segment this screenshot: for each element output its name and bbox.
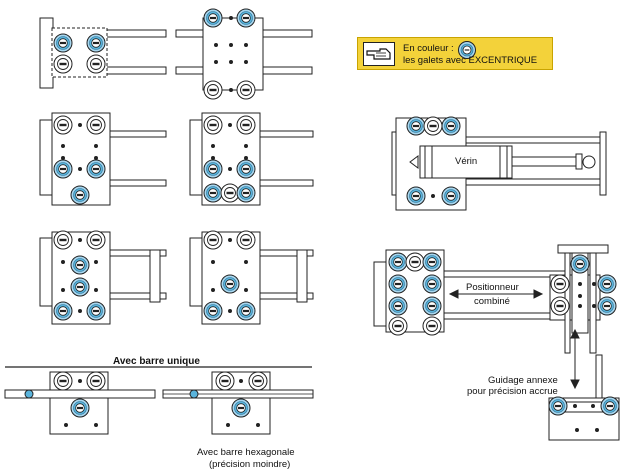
hexa-label-2: (précision moindre) [209, 459, 291, 470]
guidage-label-2: pour précision accrue [467, 386, 558, 397]
config-1a [39, 17, 167, 89]
positionneur-label-2: combiné [474, 296, 510, 307]
legend-text-line1: En couleur : [403, 43, 454, 54]
config-1b [175, 17, 313, 91]
verin-label: Vérin [455, 156, 478, 167]
eccentric-roller-icon [458, 41, 476, 59]
positionneur-label-1: Positionneur [466, 282, 519, 293]
legend-text-line2: les galets avec EXCENTRIQUE [403, 55, 538, 66]
guidage-label-1: Guidage annexe [488, 375, 558, 386]
hexa-label-1: Avec barre hexagonale [197, 447, 295, 458]
legend-box: En couleur : les galets avec EXCENTRIQUE [357, 37, 553, 70]
barre-unique-heading: Avec barre unique [113, 356, 200, 367]
pointing-hand-icon [363, 42, 395, 66]
